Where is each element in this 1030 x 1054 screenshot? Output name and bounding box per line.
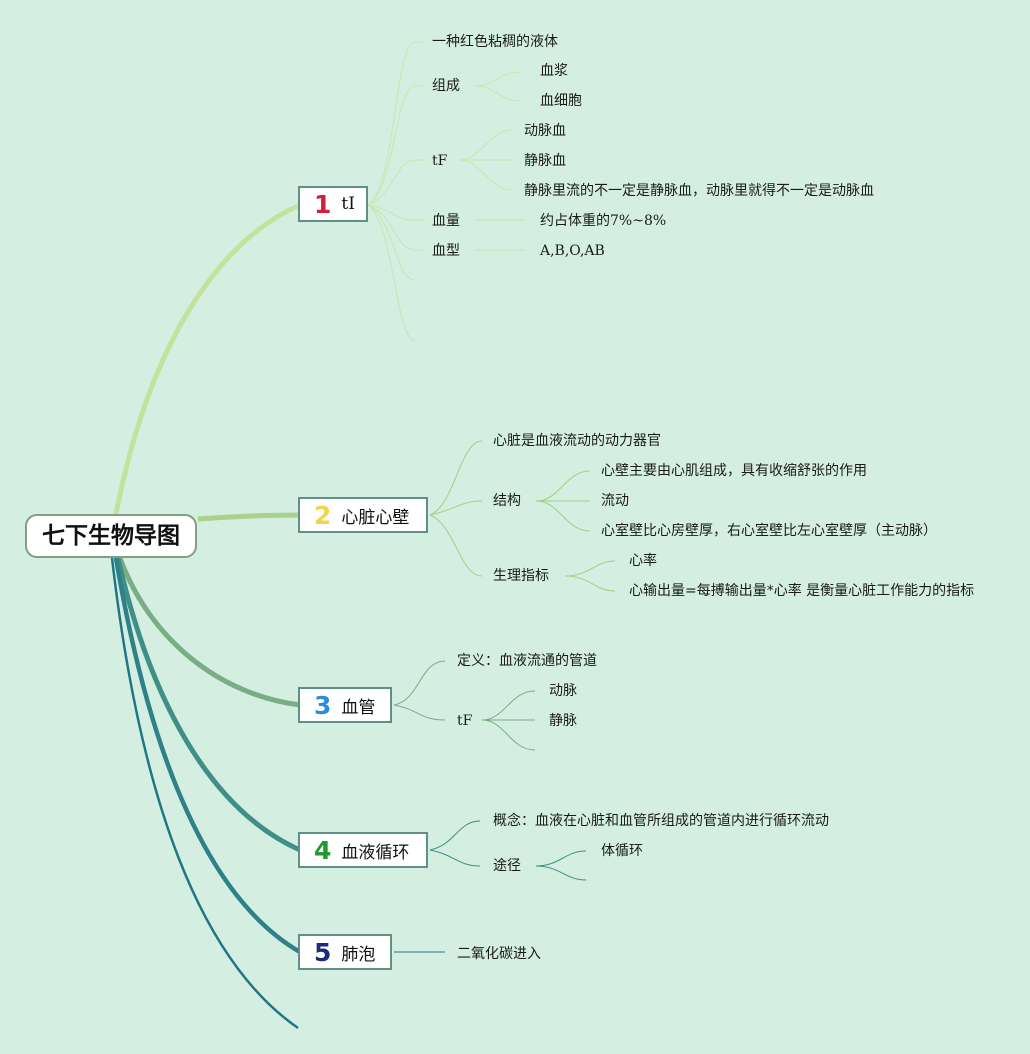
branch-label-4: 血液循环 [341,842,410,863]
leaf-systemic-circulation: 体循环 [601,843,643,859]
branch-label-2: 心脏心壁 [341,507,410,528]
leaf-artery: 动脉 [549,683,577,699]
leaf-co2-entry: 二氧化碳进入 [457,946,541,962]
leaf-flow: 流动 [601,493,629,509]
connector-root-4 [115,557,302,853]
leaf-circulation-concept: 概念：血液在心脏和血管所组成的管道内进行循环流动 [493,813,829,829]
branch-number-3: 3 [314,690,332,720]
branch-number-5: 5 [314,937,332,967]
leaf-arterial-blood: 动脉血 [524,123,566,139]
leaf-heart-wall: 心壁主要由心肌组成，具有收缩舒张的作用 [601,463,867,479]
leaf-plasma: 血浆 [540,63,568,79]
branch-node-5[interactable]: 5 肺泡 [298,934,392,970]
leaf-composition: 组成 [432,78,460,94]
branch-number-2: 2 [314,500,332,530]
branch-node-1[interactable]: 1 tI [298,186,368,222]
connector-root-6 [110,557,299,1030]
leaf-route: 途径 [493,858,521,874]
leaf-tf-1: tF [432,153,448,169]
branch-node-4[interactable]: 4 血液循环 [298,832,428,868]
branch-label-1: tI [341,194,355,214]
connector-root-2 [197,512,301,522]
leaf-structure: 结构 [493,493,521,509]
branch-number-1: 1 [314,189,332,219]
leaf-blood-type: 血型 [432,243,460,259]
connector-root-5 [113,557,302,954]
branch-number-4: 4 [314,835,332,865]
leaf-blood-type-value: A,B,O,AB [540,243,605,259]
branch-node-2[interactable]: 2 心脏心壁 [298,497,428,533]
branch-label-5: 肺泡 [341,944,376,965]
branch-label-3: 血管 [341,697,376,718]
leaf-heart-organ: 心脏是血液流动的动力器官 [493,433,661,449]
branch-node-3[interactable]: 3 血管 [298,687,392,723]
leaf-tf-3: tF [457,713,473,729]
leaf-blood-note: 静脉里流的不一定是静脉血，动脉里就得不一定是动脉血 [524,183,874,199]
connector-root-1 [113,202,302,515]
leaf-vein: 静脉 [549,713,577,729]
root-node[interactable]: 七下生物导图 [25,514,197,558]
leaf-vessel-definition: 定义：血液流通的管道 [457,653,597,669]
leaf-venous-blood: 静脉血 [524,153,566,169]
connector-root-3 [117,557,301,708]
leaf-physio-index: 生理指标 [493,568,549,584]
leaf-cardiac-output: 心输出量=每搏输出量*心率 是衡量心脏工作能力的指标 [629,583,975,599]
leaf-blood-volume: 血量 [432,213,460,229]
leaf-blood-cells: 血细胞 [540,93,582,109]
leaf-blood-definition: 一种红色粘稠的液体 [432,34,558,50]
leaf-blood-volume-value: 约占体重的7%~8% [540,213,667,229]
leaf-ventricle-wall: 心室壁比心房壁厚，右心室壁比左心室壁厚（主动脉） [601,523,937,539]
leaf-heart-rate: 心率 [629,553,657,569]
